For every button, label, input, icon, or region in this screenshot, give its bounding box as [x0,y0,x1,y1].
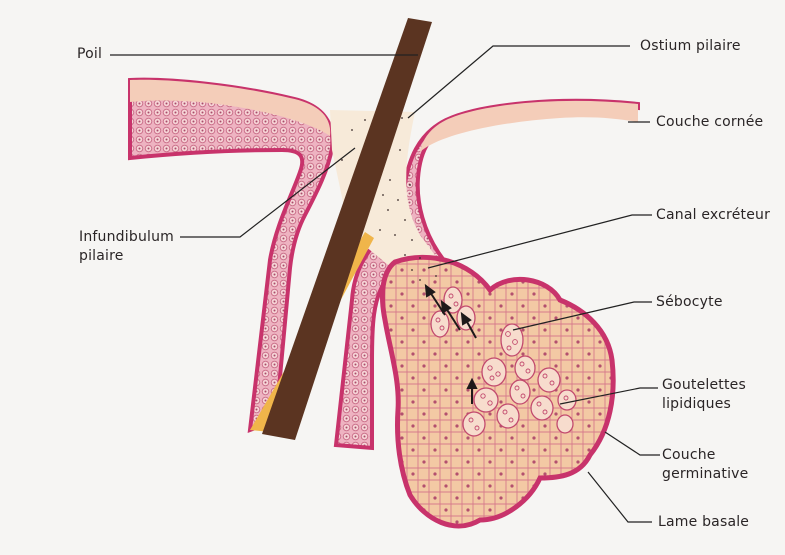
lame-basale-leader [588,472,652,522]
label-goutelettes-2: lipidiques [662,395,731,414]
label-ostium: Ostium pilaire [640,37,741,56]
label-infundibulum-1: Infundibulum [79,228,174,247]
sebaceous-gland [382,257,613,526]
label-canal: Canal excréteur [656,206,770,225]
label-poil: Poil [77,45,102,64]
label-sebocyte: Sébocyte [656,293,723,312]
label-couche-cornee: Couche cornée [656,113,763,132]
label-germinative-2: germinative [662,465,748,484]
label-lame-basale: Lame basale [658,513,749,532]
canal-leader [428,215,652,268]
label-germinative-1: Couche [662,446,716,465]
label-infundibulum-2: pilaire [79,247,124,266]
label-goutelettes-1: Goutelettes [662,376,746,395]
cornified-layer-right [420,101,638,152]
germinative-leader [605,432,660,455]
